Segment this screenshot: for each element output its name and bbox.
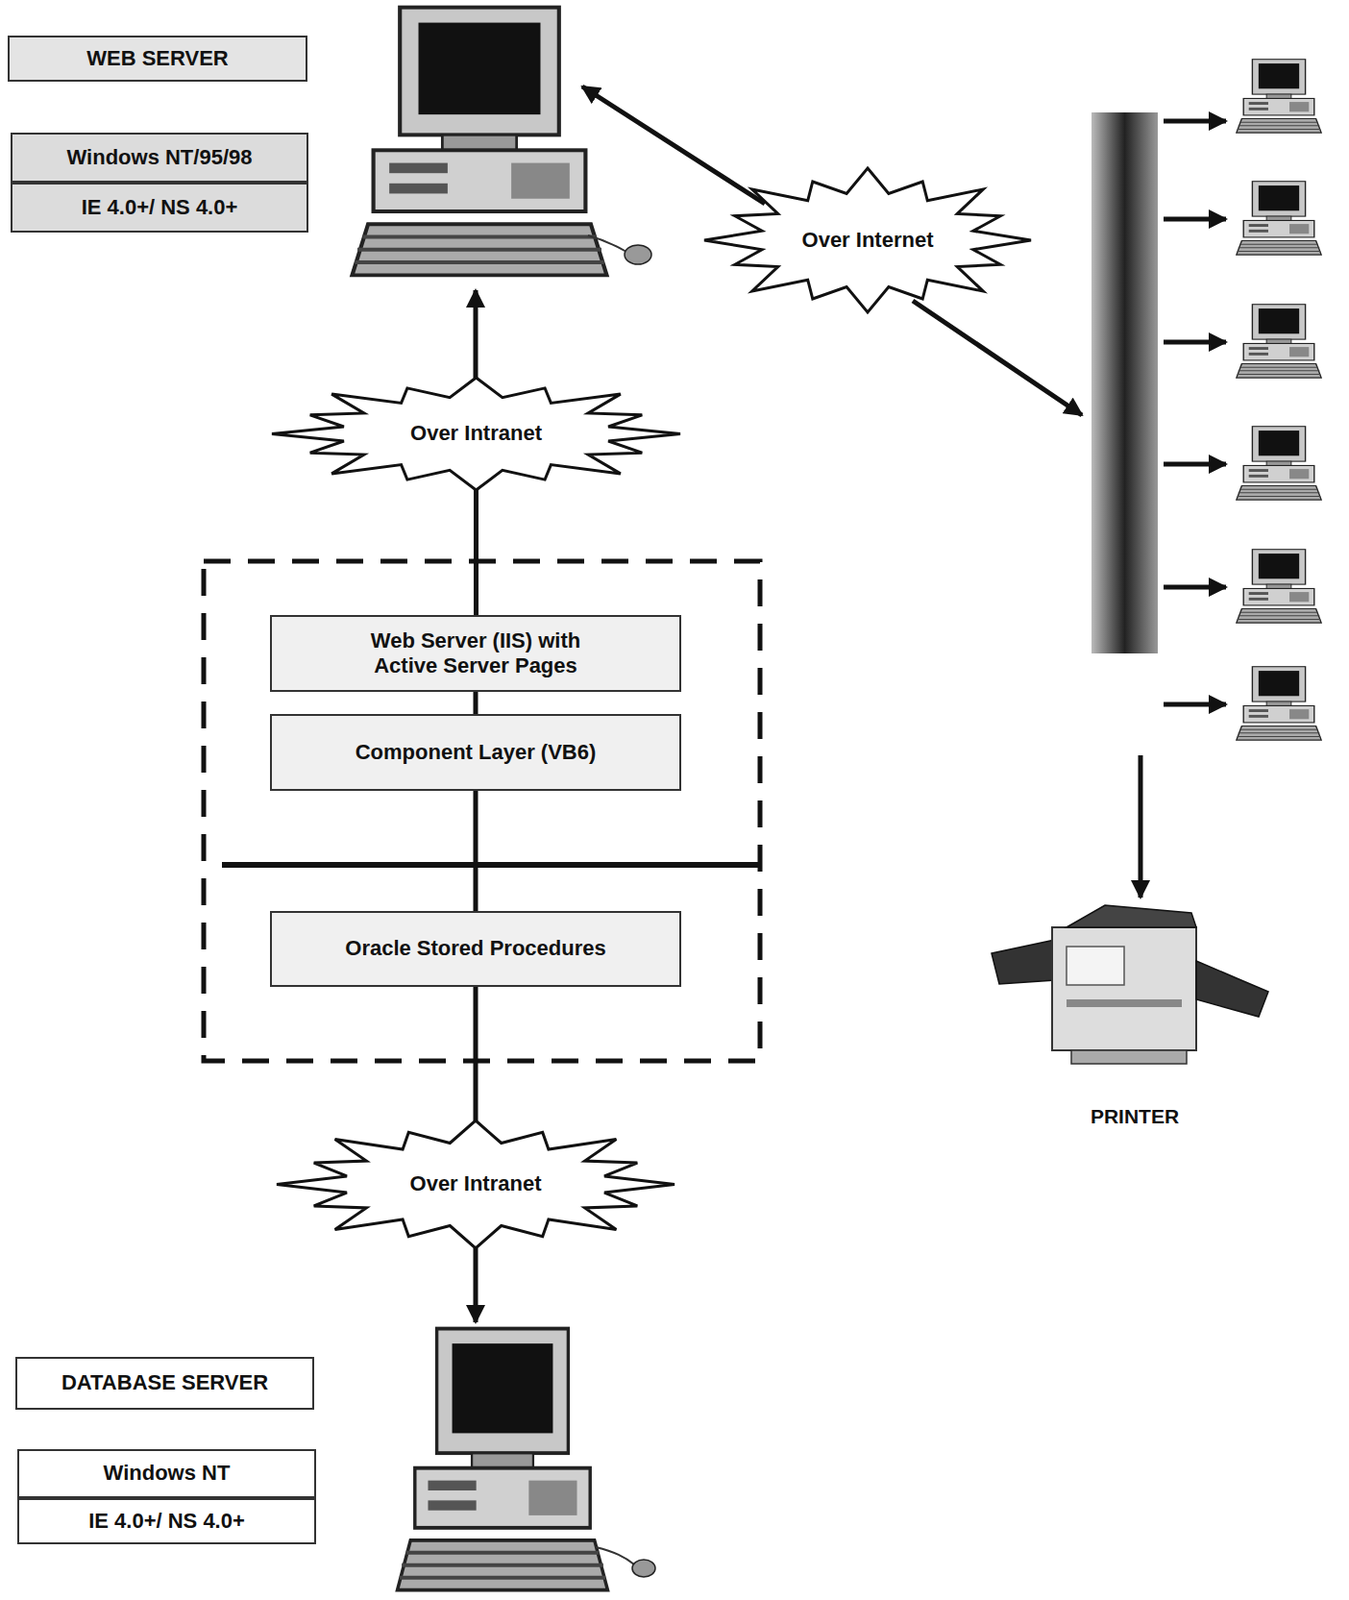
database-server-computer (397, 1328, 609, 1591)
arrow (1163, 340, 1227, 345)
printer-tray (1196, 960, 1269, 1017)
network-bar (1091, 112, 1158, 654)
device-label: PRINTER (1087, 1104, 1182, 1129)
client-computer (1236, 59, 1322, 133)
client-computer (1236, 304, 1322, 378)
client-computer (1236, 181, 1322, 255)
dashed-boundary (203, 561, 761, 1061)
node-text: Over Intranet (410, 420, 542, 446)
node-text: Web Server (IIS) with Active Server Page… (281, 628, 670, 680)
arrow (912, 300, 1082, 416)
starburst-node: Over Intranet (271, 377, 681, 491)
node-text: Over Intranet (410, 1171, 542, 1197)
starburst-node: Over Internet (704, 168, 1031, 313)
client-computer (1236, 426, 1322, 500)
arrow (1163, 462, 1227, 467)
connector (473, 691, 479, 714)
mouse-cord (595, 1546, 635, 1565)
printer (991, 905, 1269, 1064)
printer-lid (1066, 905, 1197, 928)
mouse (624, 245, 652, 265)
node-text: WEB SERVER (86, 46, 229, 72)
mouse (632, 1559, 656, 1577)
connector (473, 986, 479, 1121)
node-text: Windows NT/95/98 (67, 145, 253, 171)
label-box: Web Server (IIS) with Active Server Page… (269, 614, 682, 692)
node-text: DATABASE SERVER (61, 1370, 269, 1396)
starburst-shape (276, 1120, 675, 1249)
label-box: Component Layer (VB6) (269, 713, 682, 791)
label-box: Oracle Stored Procedures (269, 910, 682, 987)
arrow (1163, 702, 1227, 708)
node-text: Component Layer (VB6) (355, 739, 597, 765)
label-box: Windows NT/95/98 (10, 132, 309, 183)
arrow (1163, 217, 1227, 222)
client-computer (1236, 666, 1322, 740)
connector (473, 490, 479, 615)
arrow (473, 290, 479, 378)
label-box: IE 4.0+/ NS 4.0+ (17, 1497, 317, 1545)
label-box: WEB SERVER (7, 35, 308, 82)
client-computer (1236, 549, 1322, 623)
mouse-cord (588, 235, 627, 252)
node-text: Oracle Stored Procedures (344, 935, 606, 961)
tier-separator (221, 861, 761, 868)
node-text: IE 4.0+/ NS 4.0+ (88, 1508, 246, 1534)
arrow (1163, 119, 1227, 124)
node-text: Over Internet (802, 227, 934, 253)
connector (473, 790, 479, 911)
printer-base (1071, 1050, 1187, 1064)
printer-body (1052, 927, 1197, 1051)
node-text: IE 4.0+/ NS 4.0+ (81, 195, 239, 221)
arrow (473, 1248, 479, 1323)
printer-panel (1066, 946, 1125, 985)
label-box: DATABASE SERVER (15, 1356, 315, 1410)
arrow (1138, 755, 1144, 898)
arrow (582, 86, 765, 204)
starburst-shape (271, 377, 681, 491)
web-server-computer (352, 7, 608, 276)
label-box: Windows NT (17, 1448, 317, 1498)
starburst-shape (704, 168, 1031, 313)
label-box: IE 4.0+/ NS 4.0+ (10, 182, 309, 233)
node-text: Windows NT (103, 1460, 231, 1486)
arrow (1163, 585, 1227, 590)
starburst-node: Over Intranet (276, 1120, 675, 1249)
printer-tray (991, 939, 1055, 984)
printer-slot (1066, 999, 1182, 1007)
